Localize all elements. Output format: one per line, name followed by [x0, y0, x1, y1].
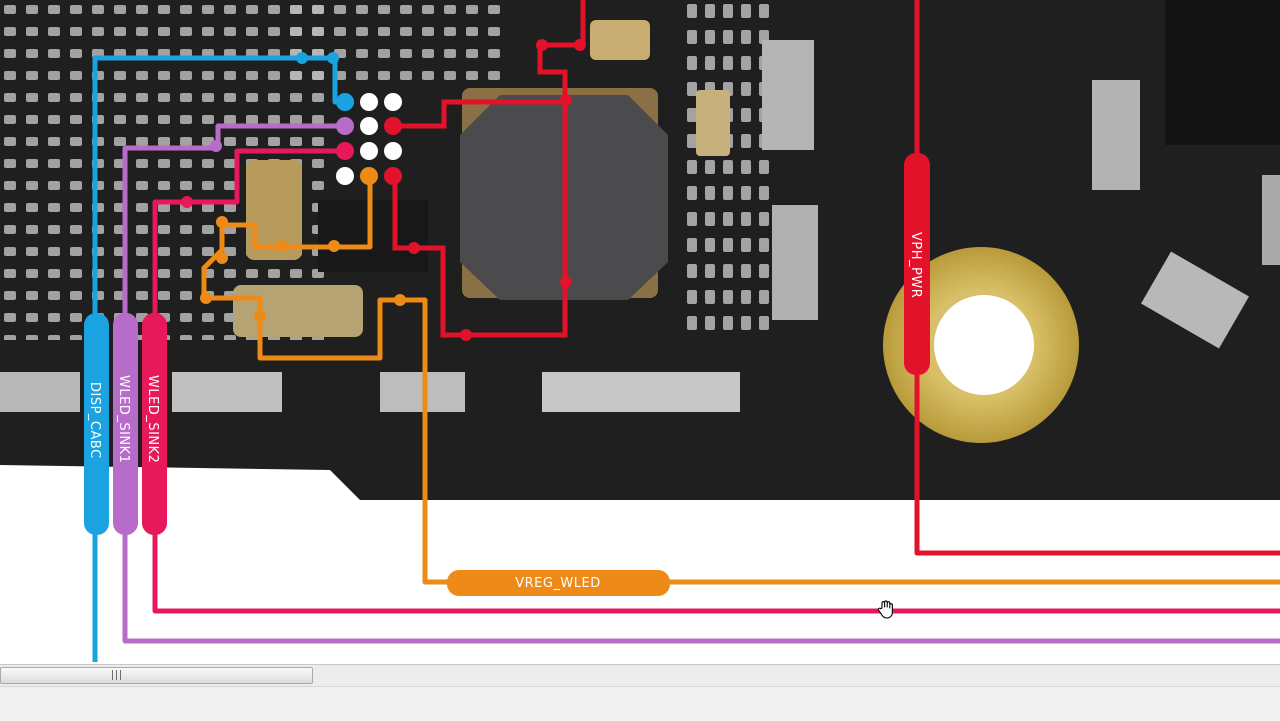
metal-block	[1141, 251, 1249, 349]
pin	[384, 93, 402, 111]
trace-wled-sink2	[152, 148, 1280, 614]
bga-pin-grid	[336, 93, 402, 185]
net-label-text: WLED_SINK2	[145, 375, 160, 463]
pin-vreg-wled	[360, 167, 378, 185]
hand-cursor-icon	[877, 600, 893, 619]
metal-strip	[542, 372, 740, 412]
via-red	[460, 329, 472, 341]
pin	[360, 142, 378, 160]
via-wled-sink1	[210, 140, 222, 152]
net-label-vph-pwr[interactable]: VPH_PWR	[904, 153, 930, 375]
pin	[360, 117, 378, 135]
horizontal-scrollbar[interactable]	[0, 664, 1280, 687]
pin-red	[384, 117, 402, 135]
via-disp-cabc	[327, 52, 339, 64]
via-red	[408, 242, 420, 254]
capacitor	[590, 20, 650, 60]
capacitor	[233, 285, 363, 337]
grip-lines-icon	[112, 670, 124, 680]
pad-cluster-top	[280, 0, 510, 80]
net-label-vreg-wled[interactable]: VREG_WLED	[447, 570, 670, 596]
mounting-hole	[934, 295, 1034, 395]
trace-red-local	[395, 99, 565, 129]
metal-strip	[0, 372, 80, 412]
net-label-wled-sink1[interactable]: WLED_SINK1	[113, 313, 138, 535]
pin-wled-sink1	[336, 117, 354, 135]
ic-chip	[1165, 0, 1280, 145]
net-label-text: WLED_SINK1	[116, 375, 131, 463]
via-vreg-wled	[216, 252, 228, 264]
pin-red	[384, 167, 402, 185]
pad-cluster-mid	[680, 0, 770, 330]
metal-block	[762, 40, 814, 150]
via-vreg-wled	[328, 240, 340, 252]
via-red	[560, 94, 572, 106]
capacitor	[246, 160, 302, 260]
net-label-text: DISP_CABC	[87, 382, 102, 459]
pin-wled-sink2	[336, 142, 354, 160]
pin	[384, 142, 402, 160]
via-vreg-wled	[394, 294, 406, 306]
net-label-wled-sink2[interactable]: WLED_SINK2	[142, 313, 167, 535]
pcb-viewer-canvas[interactable]: DISP_CABC WLED_SINK1 WLED_SINK2 VPH_PWR …	[0, 0, 1280, 664]
pin	[336, 167, 354, 185]
status-bar	[0, 686, 1280, 721]
via-vreg-wled	[216, 216, 228, 228]
via-red	[536, 39, 548, 51]
scrollbar-thumb[interactable]	[0, 667, 313, 684]
pin	[360, 93, 378, 111]
capacitor	[696, 90, 730, 156]
metal-block	[772, 205, 818, 320]
via-wled-sink2	[181, 196, 193, 208]
board-view: DISP_CABC WLED_SINK1 WLED_SINK2 VPH_PWR …	[0, 0, 1280, 662]
net-label-text: VREG_WLED	[515, 576, 601, 591]
via-vreg-wled	[276, 240, 288, 252]
via-red	[560, 276, 572, 288]
via-disp-cabc	[296, 52, 308, 64]
pin-disp-cabc	[336, 93, 354, 111]
via-vreg-wled	[254, 310, 266, 322]
metal-block	[1092, 80, 1140, 190]
via-red	[574, 39, 586, 51]
net-label-text: VPH_PWR	[908, 232, 923, 298]
metal-strip	[172, 372, 282, 412]
trace-wled-sink1	[122, 123, 1280, 644]
metal-block	[1262, 175, 1280, 265]
net-label-disp-cabc[interactable]: DISP_CABC	[84, 313, 109, 535]
ic-dark	[318, 200, 428, 272]
via-vreg-wled	[200, 292, 212, 304]
